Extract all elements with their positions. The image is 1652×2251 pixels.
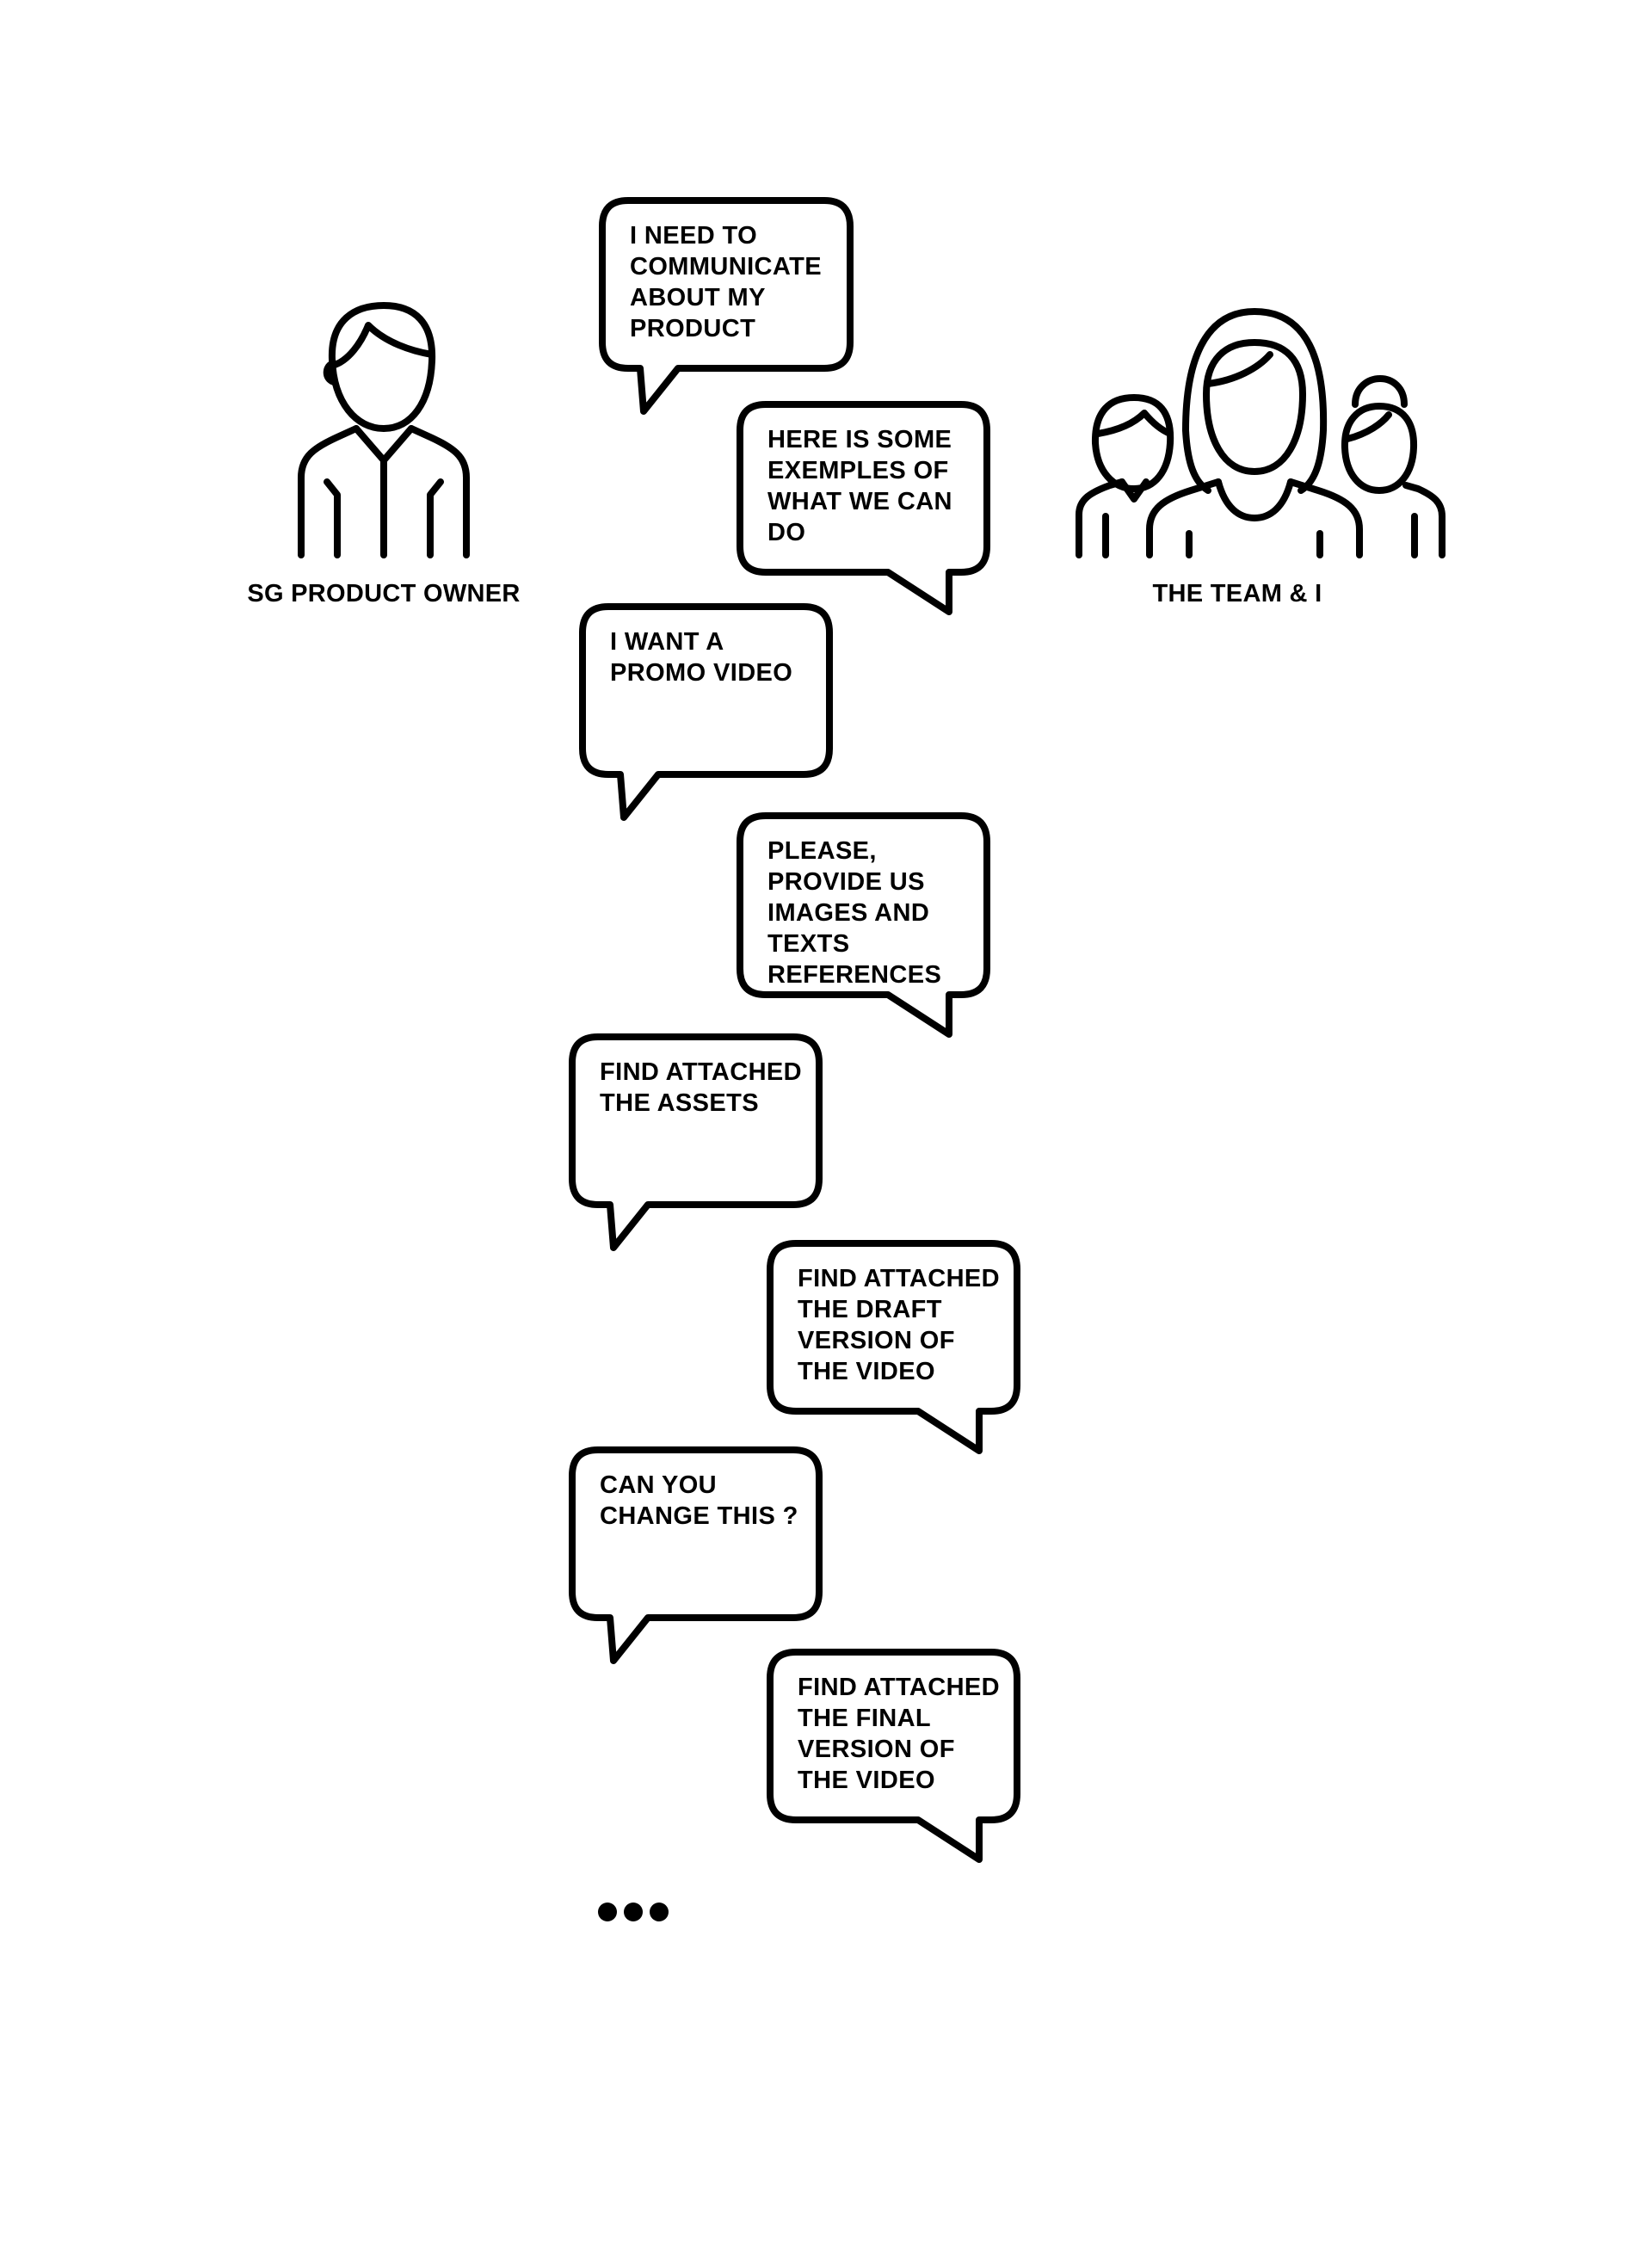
message-text: FIND ATTACHED THE ASSETS — [600, 1058, 802, 1117]
bubble-outline — [599, 197, 854, 415]
message-line: I WANT A — [610, 628, 724, 656]
message-text: FIND ATTACHED THE FINAL VERSION OF THE VIDE… — [798, 1674, 1000, 1794]
speech-bubble-team: HERE IS SOME EXEMPLES OF WHAT WE CAN DO — [737, 401, 990, 615]
message-text: I NEED TO COMMUNICATE ABOUT MY PRODUCT — [630, 222, 822, 342]
message-line: THE ASSETS — [600, 1089, 759, 1117]
team-icon — [1076, 308, 1446, 558]
message-line: EXEMPLES OF — [767, 457, 949, 484]
speech-bubble-owner: CAN YOU CHANGE THIS ? — [569, 1446, 823, 1664]
bubble-outline — [569, 1033, 823, 1251]
message-line: VERSION OF — [798, 1327, 955, 1354]
person-icon — [298, 302, 470, 558]
message-line: PROMO VIDEO — [610, 659, 792, 687]
speech-bubble-team: PLEASE, PROVIDE US IMAGES AND TEXTS REFERENC… — [737, 812, 990, 1038]
message-line: DO — [767, 519, 805, 546]
message-line: WHAT WE CAN — [767, 488, 952, 515]
message-line: COMMUNICATE — [630, 253, 822, 281]
message-text: FIND ATTACHED THE DRAFT VERSION OF THE VIDE… — [798, 1265, 1000, 1385]
speech-bubble-owner: FIND ATTACHED THE ASSETS — [569, 1033, 823, 1251]
speech-bubble-team: FIND ATTACHED THE DRAFT VERSION OF THE VIDE… — [767, 1240, 1020, 1454]
message-line: I NEED TO — [630, 222, 757, 250]
message-line: VERSION OF — [798, 1736, 955, 1763]
message-text: CAN YOU CHANGE THIS ? — [600, 1471, 798, 1530]
actor-label-left: SG PRODUCT OWNER — [247, 580, 520, 607]
bubble-outline — [569, 1446, 823, 1664]
speech-bubble-owner: I NEED TO COMMUNICATE ABOUT MY PRODUCT — [599, 197, 854, 415]
message-line: FIND ATTACHED — [600, 1058, 802, 1086]
message-list: I NEED TO COMMUNICATE ABOUT MY PRODUCT HERE … — [569, 197, 1020, 1863]
message-text: I WANT A PROMO VIDEO — [610, 628, 792, 687]
message-line: REFERENCES — [767, 961, 941, 989]
message-line: ABOUT MY — [630, 284, 766, 311]
message-line: PLEASE, — [767, 837, 877, 865]
message-line: IMAGES AND — [767, 899, 929, 927]
speech-bubble-owner: I WANT A PROMO VIDEO — [579, 603, 833, 821]
message-line: THE VIDEO — [798, 1358, 935, 1385]
bubble-outline — [737, 812, 990, 1038]
message-line: PRODUCT — [630, 315, 755, 342]
bubble-outline — [767, 1649, 1020, 1863]
message-text: PLEASE, PROVIDE US IMAGES AND TEXTS REFERENC… — [767, 837, 941, 989]
bubble-outline — [737, 401, 990, 615]
message-text: HERE IS SOME EXEMPLES OF WHAT WE CAN DO — [767, 426, 952, 546]
message-line: TEXTS — [767, 930, 849, 958]
message-line: FIND ATTACHED — [798, 1265, 1000, 1292]
speech-bubble-team: FIND ATTACHED THE FINAL VERSION OF THE VIDE… — [767, 1649, 1020, 1863]
message-line: HERE IS SOME — [767, 426, 952, 453]
bubble-outline — [579, 603, 833, 821]
actor-label-right: THE TEAM & I — [1153, 580, 1322, 607]
message-line: PROVIDE US — [767, 868, 925, 896]
ellipsis-icon — [598, 1903, 669, 1921]
bubble-outline — [767, 1240, 1020, 1454]
message-line: CAN YOU — [600, 1471, 717, 1499]
message-line: THE FINAL — [798, 1705, 931, 1732]
message-line: THE DRAFT — [798, 1296, 942, 1323]
message-line: FIND ATTACHED — [798, 1674, 1000, 1701]
message-line: THE VIDEO — [798, 1767, 935, 1794]
message-line: CHANGE THIS ? — [600, 1502, 798, 1530]
